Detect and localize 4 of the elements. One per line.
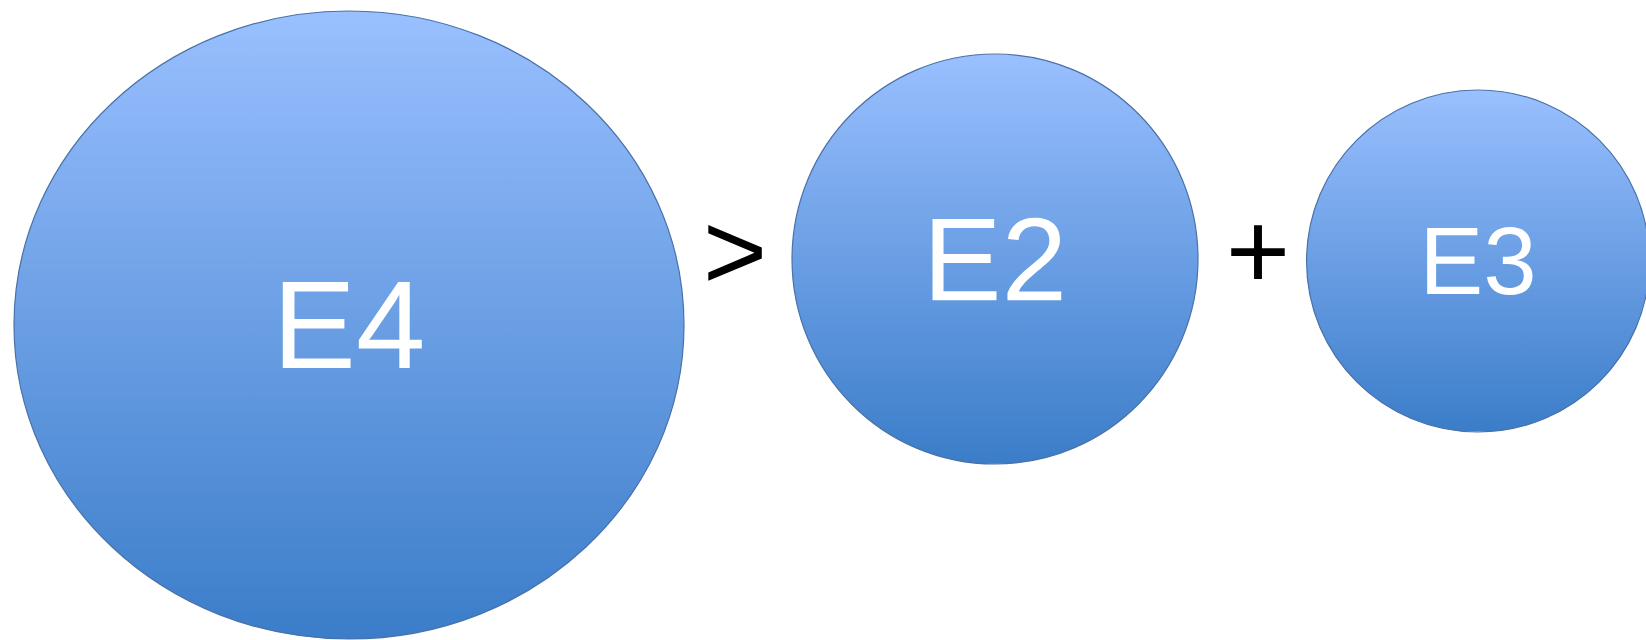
comparison-sign: > [708, 224, 762, 281]
circle-node: E2 [791, 53, 1199, 465]
circle-node: E4 [13, 10, 685, 640]
plus-sign: + [1231, 225, 1285, 280]
